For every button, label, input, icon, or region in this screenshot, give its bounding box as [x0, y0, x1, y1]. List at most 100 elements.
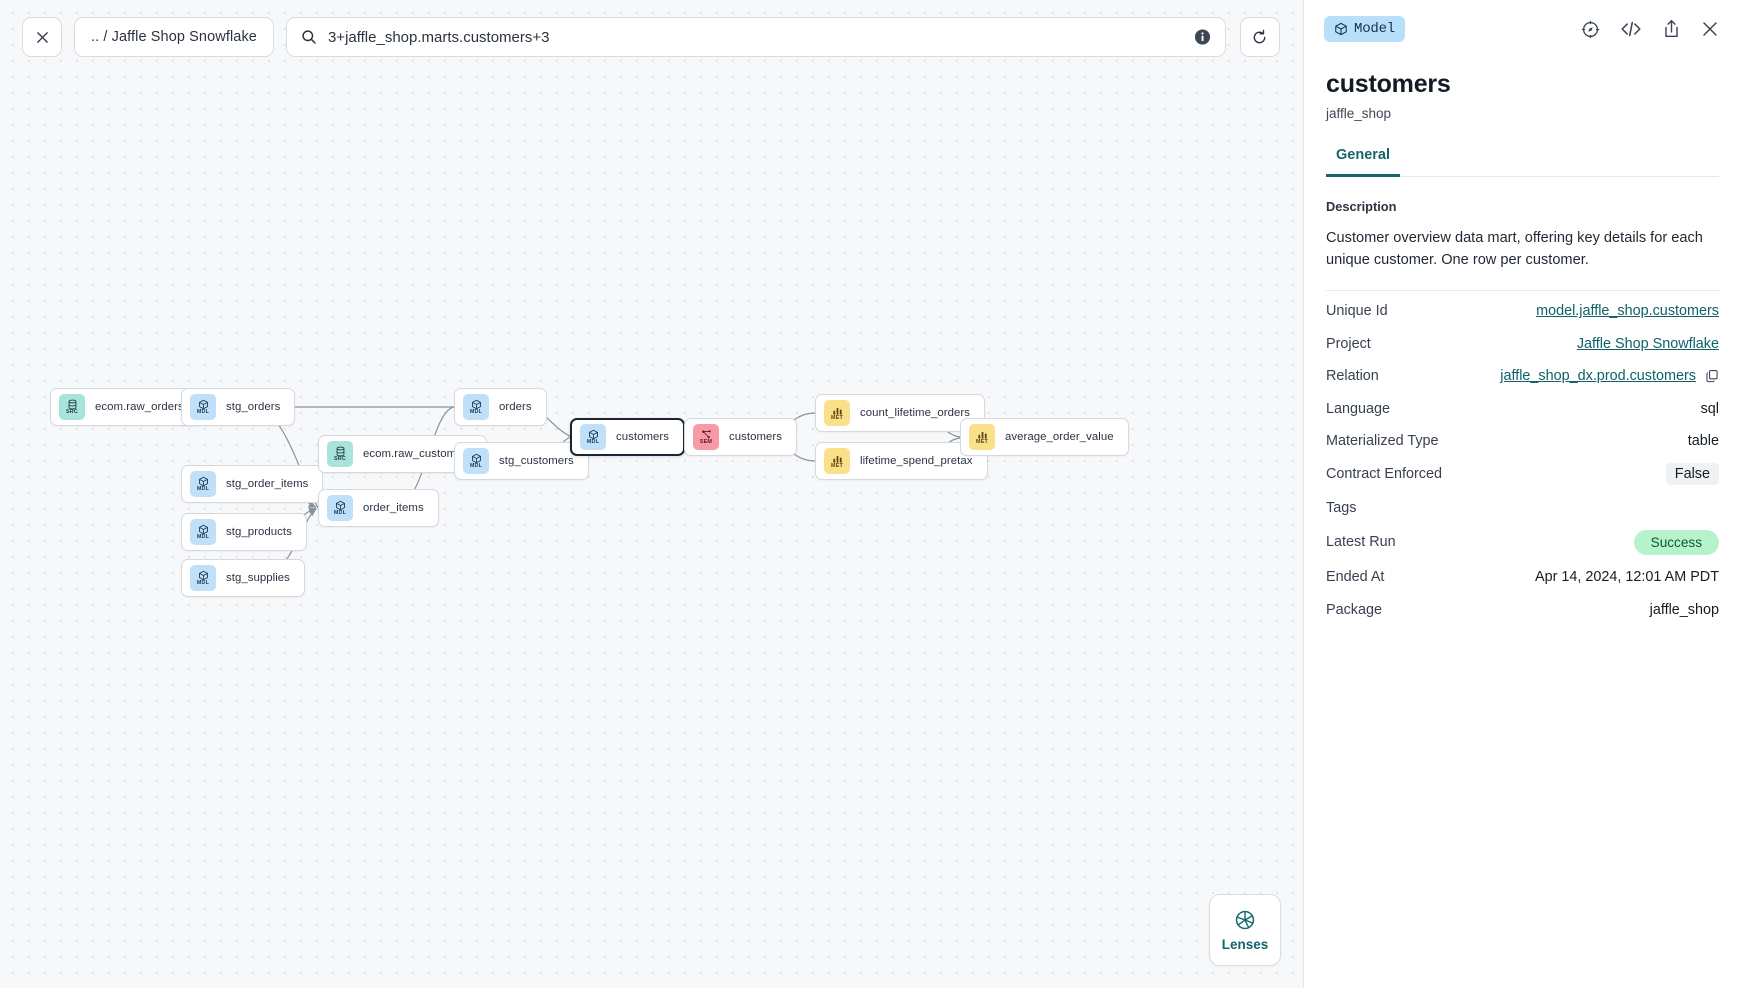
breadcrumb[interactable]: .. / Jaffle Shop Snowflake — [74, 17, 274, 57]
lineage-node-label: stg_orders — [226, 401, 281, 413]
explore-icon[interactable] — [1581, 20, 1600, 39]
lineage-canvas[interactable]: .. / Jaffle Shop Snowflake 3+jaffle_shop… — [0, 0, 1303, 988]
lineage-node-label: count_lifetime_orders — [860, 407, 970, 419]
page-subtitle: jaffle_shop — [1326, 106, 1392, 121]
close-lineage-button[interactable] — [22, 17, 62, 57]
search-value: 3+jaffle_shop.marts.customers+3 — [327, 28, 550, 46]
detail-row-value[interactable]: Jaffle Shop Snowflake — [1576, 335, 1719, 352]
close-icon — [36, 31, 48, 43]
mdl-badge-icon: MDL — [463, 394, 489, 420]
detail-row-key: Project — [1326, 335, 1371, 352]
lineage-node-label: stg_supplies — [226, 572, 290, 584]
lineage-node-stg_order_items[interactable]: MDL stg_order_items — [181, 465, 324, 503]
detail-row: Project Jaffle Shop Snowflake — [1326, 327, 1719, 360]
lineage-node-stg_customers[interactable]: MDL stg_customers — [454, 442, 589, 480]
lineage-node-label: customers — [616, 431, 669, 443]
detail-row: Relation jaffle_shop_dx.prod.customers — [1326, 360, 1719, 393]
status-badge: Success — [1633, 529, 1719, 555]
search-input[interactable]: 3+jaffle_shop.marts.customers+3 — [285, 17, 1226, 57]
detail-row-value: sql — [1700, 400, 1719, 417]
info-icon[interactable] — [1194, 29, 1211, 46]
detail-row: Unique Id model.jaffle_shop.customers — [1326, 295, 1719, 328]
description-label: Description — [1326, 199, 1397, 214]
detail-row-key: Latest Run — [1326, 534, 1396, 551]
lineage-node-label: orders — [499, 401, 532, 413]
panel-body: Description Customer overview data mart,… — [1304, 177, 1741, 626]
node-type-label: Model — [1354, 21, 1396, 37]
sem-badge-icon: SEM — [693, 424, 719, 450]
lineage-node-ecom_raw_orders[interactable]: SRC ecom.raw_orders — [50, 388, 199, 426]
lineage-node-stg_orders[interactable]: MDL stg_orders — [181, 388, 296, 426]
aperture-icon — [1235, 910, 1255, 929]
detail-row-key: Unique Id — [1326, 303, 1388, 320]
cube-icon — [1335, 22, 1347, 36]
lineage-node-average_order_value[interactable]: MET average_order_value — [960, 418, 1129, 456]
lineage-node-order_items[interactable]: MDL order_items — [318, 489, 439, 527]
detail-row-value: Apr 14, 2024, 12:01 AM PDT — [1535, 569, 1719, 586]
tab-general[interactable]: General — [1326, 147, 1400, 177]
page-title: customers — [1326, 70, 1451, 98]
panel-title-wrap: customers jaffle_shop — [1304, 58, 1741, 121]
detail-row-value: False — [1665, 463, 1719, 486]
mdl-badge-icon: MDL — [190, 394, 216, 420]
detail-row: Latest Run Success — [1326, 524, 1719, 561]
panel-actions — [1581, 19, 1719, 39]
mdl-badge-icon: MDL — [327, 495, 353, 521]
detail-row: Package jaffle_shop — [1326, 593, 1719, 626]
detail-row-key: Relation — [1326, 368, 1379, 385]
section-divider — [1326, 289, 1719, 291]
detail-row-value: table — [1687, 433, 1719, 450]
lineage-node-label: stg_customers — [499, 455, 574, 467]
detail-row-value-group: jaffle_shop_dx.prod.customers — [1500, 368, 1719, 384]
description-text: Customer overview data mart, offering ke… — [1326, 230, 1703, 268]
lineage-node-customers_model[interactable]: MDL customers — [570, 418, 685, 456]
lineage-node-label: lifetime_spend_pretax — [860, 455, 973, 467]
node-type-chip: Model — [1324, 16, 1406, 42]
lineage-node-label: ecom.raw_orders — [95, 401, 184, 413]
lineage-node-label: stg_products — [226, 526, 292, 538]
details-panel-header: Model — [1304, 0, 1741, 58]
copy-relation-button[interactable] — [1705, 369, 1719, 383]
canvas-toolbar: .. / Jaffle Shop Snowflake 3+jaffle_shop… — [22, 17, 1280, 57]
mdl-badge-icon: MDL — [463, 448, 489, 474]
panel-tabs: General — [1326, 147, 1719, 177]
detail-row: Language sql — [1326, 392, 1719, 425]
lineage-node-orders[interactable]: MDL orders — [454, 388, 547, 426]
mdl-badge-icon: MDL — [190, 471, 216, 497]
search-icon — [302, 30, 316, 44]
lineage-node-label: average_order_value — [1005, 431, 1114, 443]
met-badge-icon: MET — [824, 400, 850, 426]
lineage-node-label: order_items — [363, 502, 424, 514]
detail-row: Tags — [1326, 491, 1719, 524]
detail-row: Contract Enforced False — [1326, 457, 1719, 491]
met-badge-icon: MET — [824, 448, 850, 474]
lineage-node-stg_supplies[interactable]: MDL stg_supplies — [181, 559, 305, 597]
src-badge-icon: SRC — [59, 394, 85, 420]
share-icon[interactable] — [1662, 19, 1681, 39]
mdl-badge-icon: MDL — [190, 565, 216, 591]
detail-row-value[interactable]: model.jaffle_shop.customers — [1536, 303, 1719, 320]
close-panel-icon[interactable] — [1701, 20, 1719, 38]
detail-row-value[interactable]: jaffle_shop_dx.prod.customers — [1500, 368, 1696, 385]
reload-icon — [1254, 29, 1266, 43]
detail-row-key: Ended At — [1326, 569, 1385, 586]
lenses-button[interactable]: Lenses — [1209, 894, 1281, 966]
lineage-node-label: stg_order_items — [226, 478, 309, 490]
src-badge-icon: SRC — [327, 441, 353, 467]
detail-row-key: Package — [1326, 601, 1383, 618]
met-badge-icon: MET — [969, 424, 995, 450]
detail-row-key: Tags — [1326, 499, 1357, 516]
detail-row-key: Contract Enforced — [1326, 466, 1442, 483]
mdl-badge-icon: MDL — [580, 424, 606, 450]
detail-row-key: Language — [1326, 400, 1391, 417]
detail-row-value: jaffle_shop — [1649, 601, 1719, 618]
refresh-button[interactable] — [1239, 17, 1280, 57]
copy-icon[interactable] — [1705, 369, 1719, 383]
code-icon[interactable] — [1620, 20, 1642, 38]
detail-row: Ended At Apr 14, 2024, 12:01 AM PDT — [1326, 561, 1719, 594]
